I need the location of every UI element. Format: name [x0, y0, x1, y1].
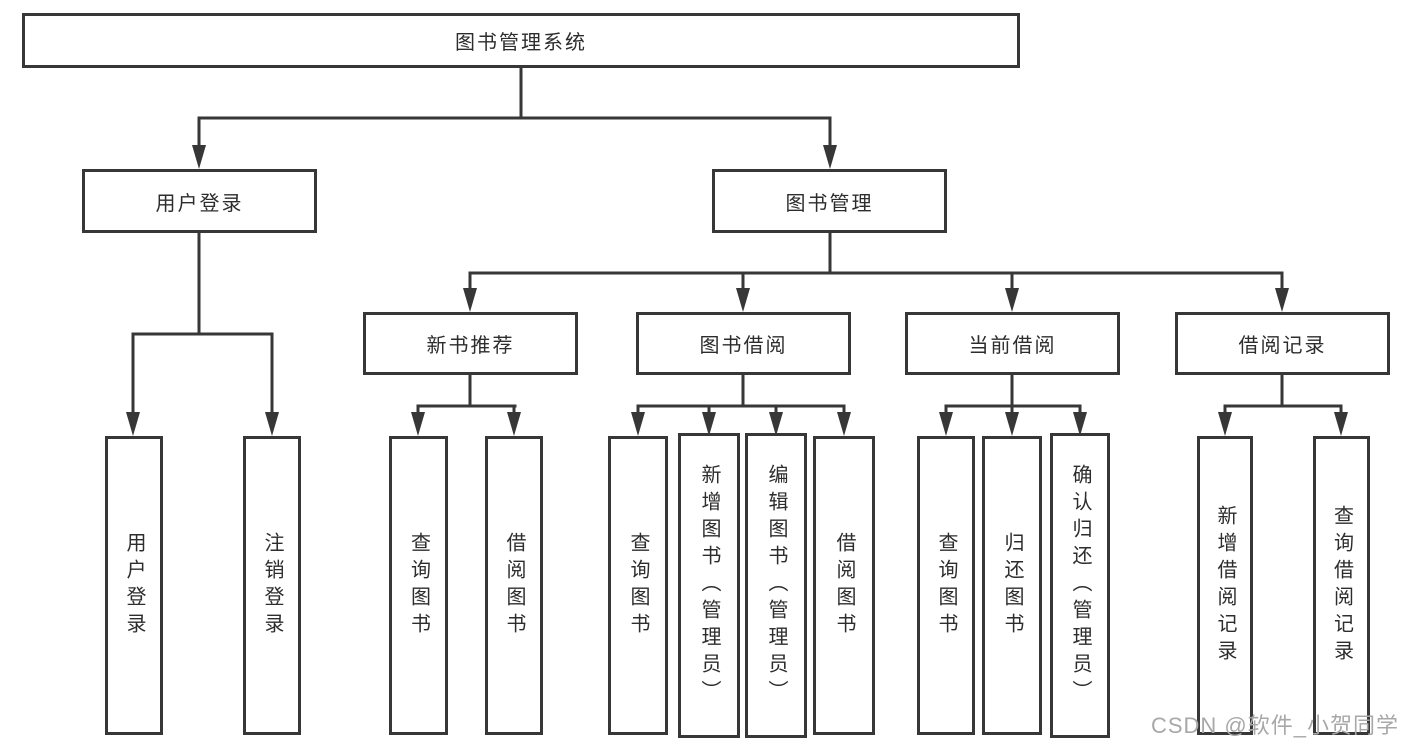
- node-label: 查询图书: [935, 531, 957, 640]
- leaf-borrow-books-recommend: 借阅图书: [485, 436, 543, 735]
- node-label: 图书管理: [785, 192, 874, 215]
- node-label: 归还图书: [1001, 531, 1023, 640]
- leaf-borrow-books: 借阅图书: [813, 436, 875, 735]
- node-user-login: 用户登录: [82, 169, 317, 233]
- node-label: 编辑图书（管理员）: [765, 464, 787, 707]
- leaf-add-borrow-record: 新增借阅记录: [1197, 436, 1253, 735]
- leaf-confirm-return-admin: 确认归还（管理员）: [1050, 433, 1110, 738]
- leaf-query-borrow-record: 查询借阅记录: [1313, 436, 1370, 735]
- node-new-book-recommendation: 新书推荐: [363, 312, 578, 375]
- leaf-logout: 注销登录: [243, 436, 301, 735]
- node-label: 注销登录: [261, 531, 283, 640]
- node-label: 查询图书: [407, 531, 430, 640]
- node-root-library-system: 图书管理系统: [22, 13, 1020, 68]
- node-label: 借阅图书: [503, 531, 525, 640]
- node-book-management: 图书管理: [712, 169, 947, 233]
- node-label: 新增借阅记录: [1214, 504, 1236, 667]
- watermark: CSDN @软件_小贺同学: [1150, 713, 1399, 738]
- leaf-query-books-recommend: 查询图书: [389, 436, 448, 735]
- node-label: 用户登录: [155, 192, 244, 215]
- node-label: 当前借阅: [968, 335, 1057, 357]
- node-label: 确认归还（管理员）: [1069, 464, 1091, 707]
- node-label: 借阅记录: [1238, 335, 1327, 357]
- node-label: 图书借阅: [699, 335, 788, 357]
- leaf-return-books: 归还图书: [982, 436, 1042, 735]
- leaf-query-books-borrow: 查询图书: [608, 436, 668, 735]
- node-label: 借阅图书: [833, 531, 855, 640]
- node-label: 查询借阅记录: [1330, 504, 1353, 667]
- node-current-borrowing: 当前借阅: [905, 312, 1120, 375]
- node-label: 图书管理系统: [455, 32, 587, 54]
- leaf-user-login: 用户登录: [105, 436, 163, 735]
- node-label: 查询图书: [627, 531, 649, 640]
- leaf-edit-books-admin: 编辑图书（管理员）: [745, 433, 807, 738]
- leaf-query-books-current: 查询图书: [917, 436, 975, 735]
- node-label: 用户登录: [123, 531, 145, 640]
- node-borrowing-records: 借阅记录: [1175, 312, 1390, 375]
- node-label: 新书推荐: [426, 335, 515, 357]
- node-label: 新增图书（管理员）: [698, 464, 720, 707]
- node-book-borrowing: 图书借阅: [636, 312, 851, 375]
- leaf-add-books-admin: 新增图书（管理员）: [678, 433, 740, 738]
